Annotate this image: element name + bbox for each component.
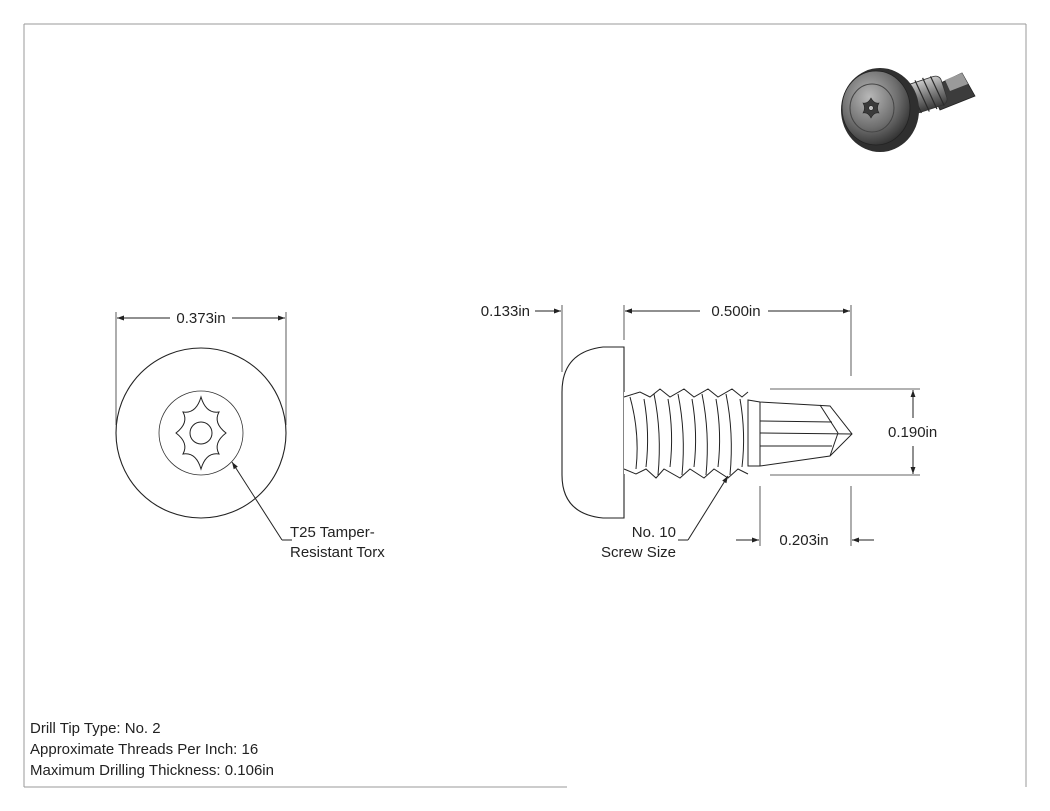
major-diameter-dimension: 0.190in: [770, 388, 937, 476]
drill-point-dimension: 0.203in: [736, 486, 874, 549]
screw-3d-render: [841, 68, 976, 152]
head-height-dimension: 0.133in: [481, 303, 650, 372]
screw-size-label-line2: Screw Size: [601, 544, 676, 561]
head-diameter-dimension: 0.373in: [115, 310, 287, 425]
specifications-block: Drill Tip Type: No. 2 Approximate Thread…: [30, 720, 274, 779]
spec-threads-per-inch: Approximate Threads Per Inch: 16: [30, 741, 258, 758]
screw-size-callout: No. 10 Screw Size: [601, 475, 729, 561]
screw-side-view: [561, 346, 853, 519]
length-dimension: 0.500in: [625, 303, 852, 376]
head-diameter-label: 0.373in: [176, 310, 225, 327]
drill-point-label: 0.203in: [779, 532, 828, 549]
drive-type-callout: T25 Tamper- Resistant Torx: [231, 461, 385, 561]
head-height-label: 0.133in: [481, 303, 530, 320]
drive-type-label-line2: Resistant Torx: [290, 544, 385, 561]
sheet-border: [23, 23, 1027, 788]
head-top-view: [115, 347, 287, 519]
thread-profile: [623, 388, 749, 479]
drill-point-outline: [747, 399, 853, 467]
drive-type-label-line1: T25 Tamper-: [290, 524, 375, 541]
spec-drilling-thickness: Maximum Drilling Thickness: 0.106in: [30, 762, 274, 779]
screw-size-label-line1: No. 10: [632, 524, 676, 541]
spec-drill-tip: Drill Tip Type: No. 2: [30, 720, 161, 737]
torx-recess-outline: [175, 395, 227, 471]
length-label: 0.500in: [711, 303, 760, 320]
tamper-pin-icon: [189, 421, 213, 445]
pan-head-outline: [561, 346, 625, 519]
major-diameter-label: 0.190in: [888, 424, 937, 441]
